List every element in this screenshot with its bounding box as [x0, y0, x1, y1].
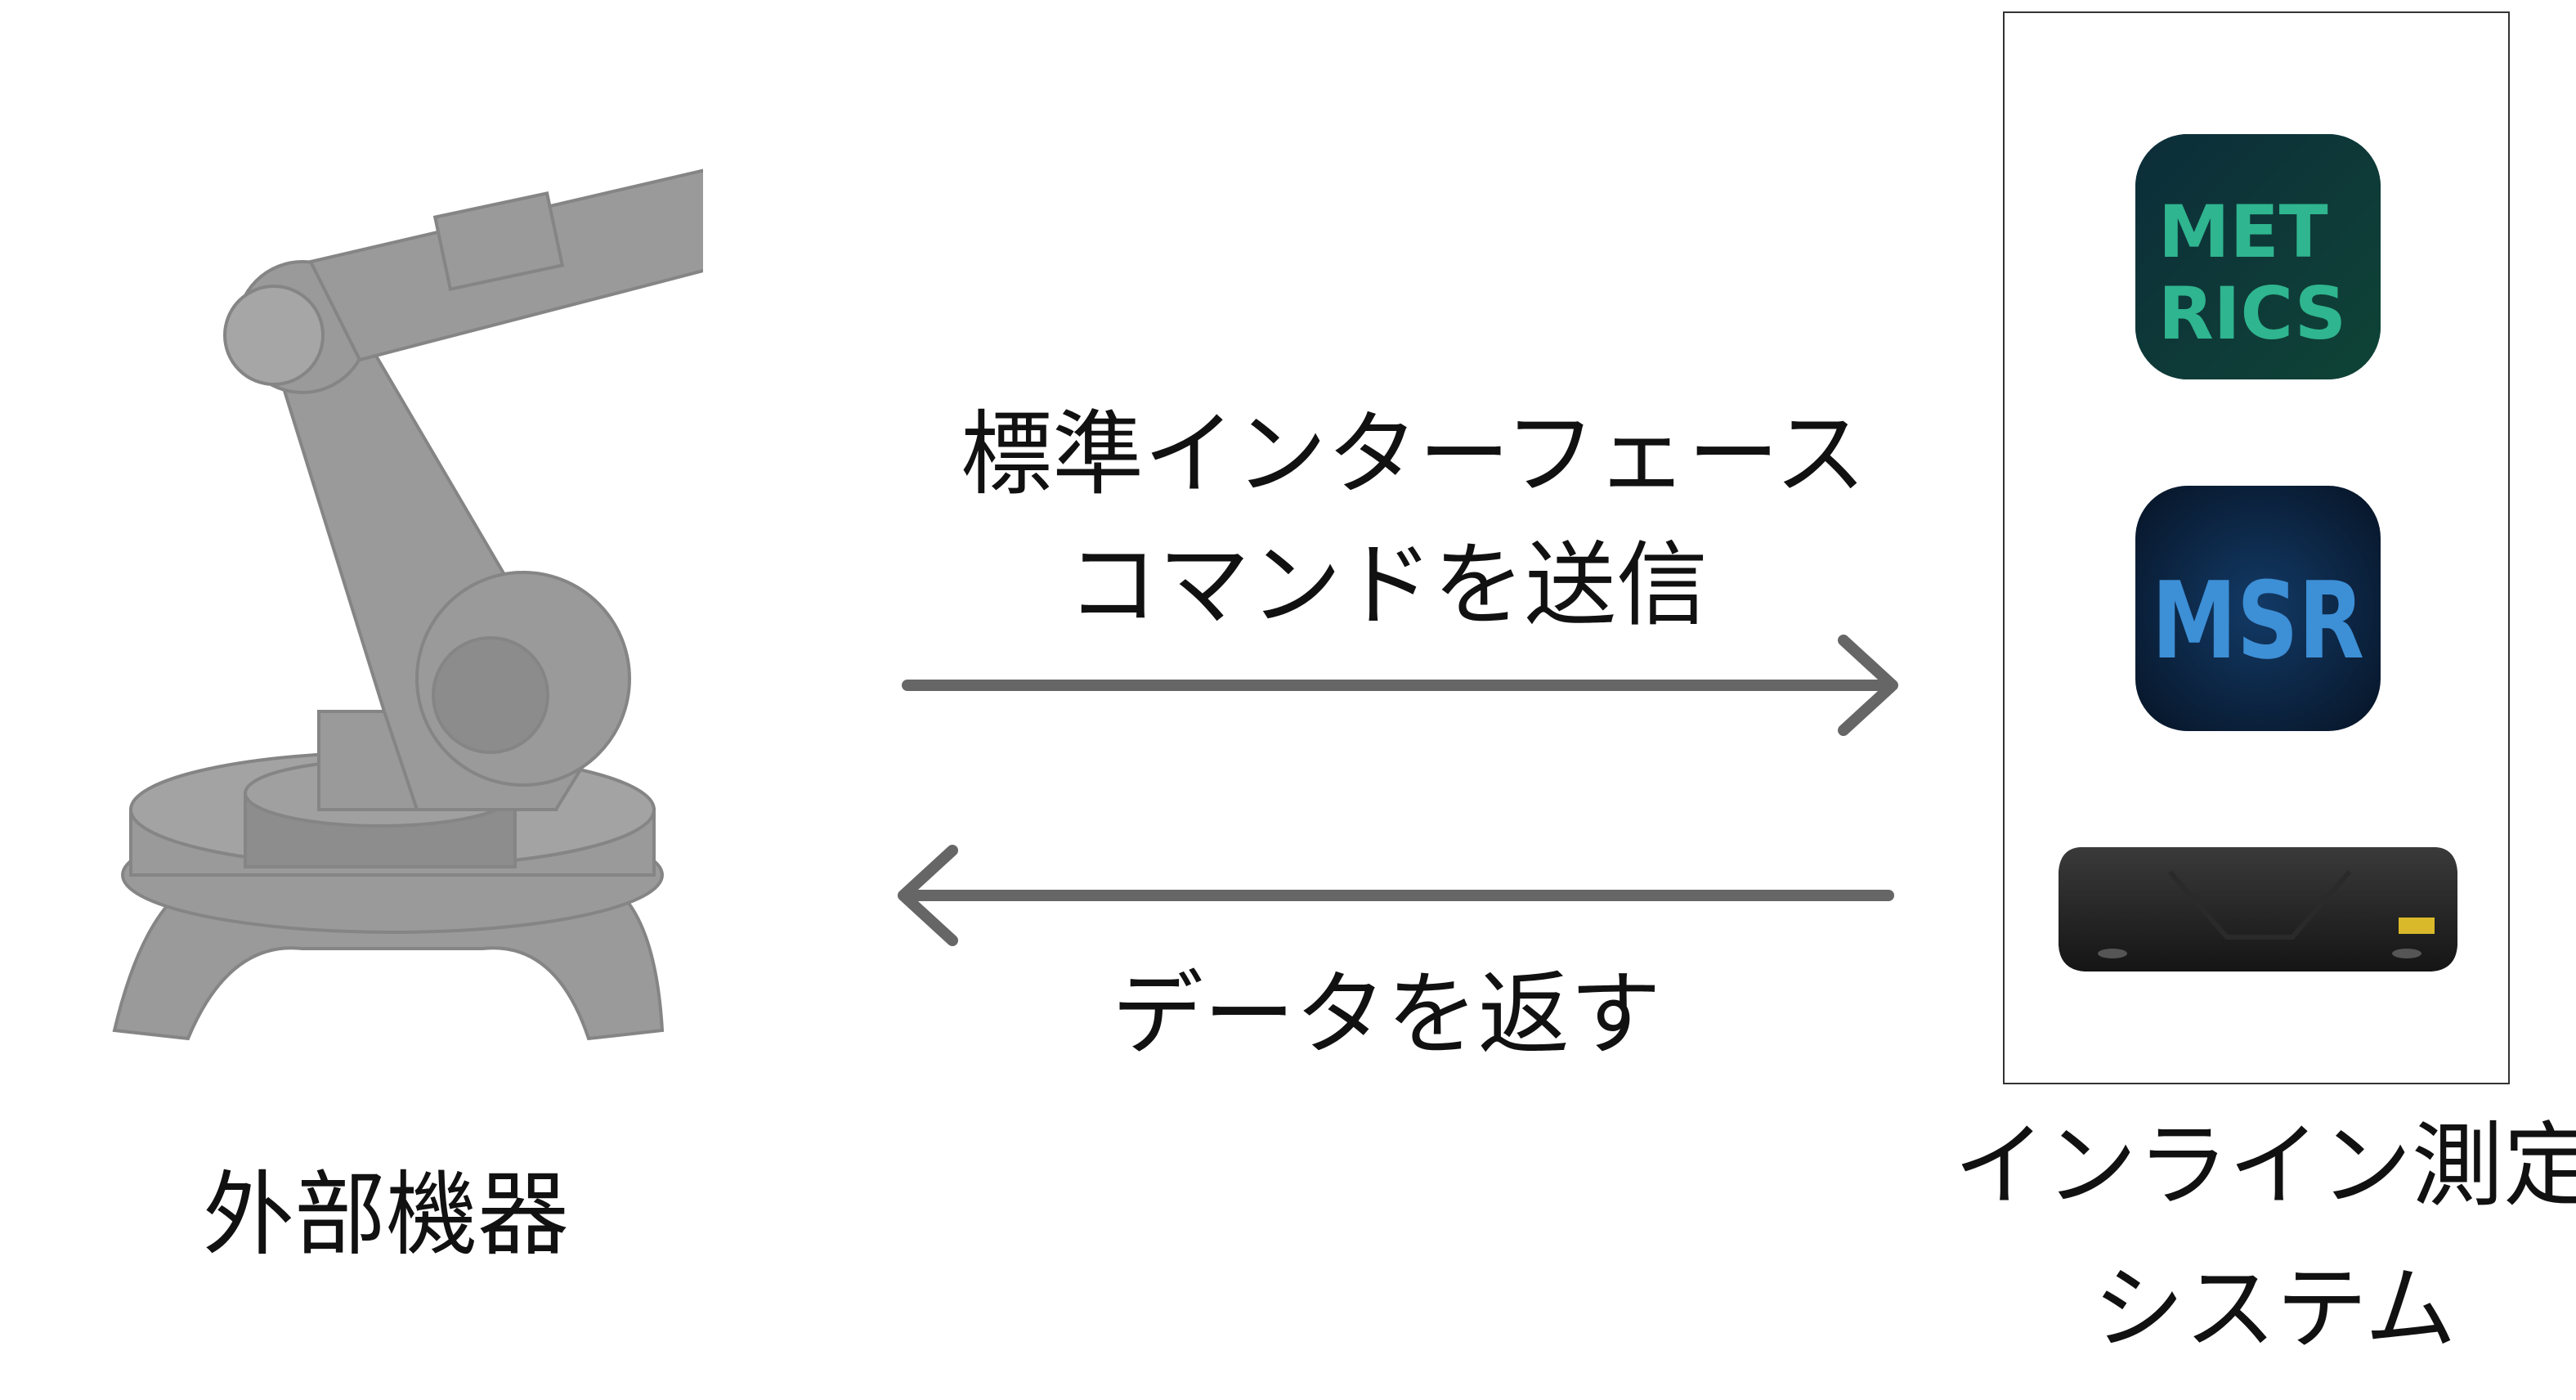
forward-arrow-label-line1: 標準インターフェース — [961, 402, 1866, 508]
inline-measurement-label-line2: システム — [2093, 1256, 2457, 1362]
forward-arrow-label-line2: コマンドを送信 — [1067, 532, 1708, 639]
metrics-line2: RICS — [2158, 271, 2346, 356]
inline-measurement-panel: MET RICS MSR — [2003, 11, 2510, 1084]
back-arrow-label: データを返す — [1112, 962, 1661, 1068]
send-command-arrow — [902, 635, 1898, 736]
msr-letters: MSR — [2152, 559, 2364, 683]
metrics-line1: MET — [2158, 190, 2328, 274]
inline-measurement-label-line1: インライン測定 — [1954, 1113, 2576, 1219]
3d-scanner-device-icon — [2055, 839, 2461, 978]
return-data-arrow — [898, 845, 1894, 946]
metrics-app-icon[interactable]: MET RICS — [2135, 134, 2381, 379]
msr-app-icon[interactable]: MSR — [2135, 486, 2381, 731]
external-device-label: 外部機器 — [203, 1162, 569, 1268]
